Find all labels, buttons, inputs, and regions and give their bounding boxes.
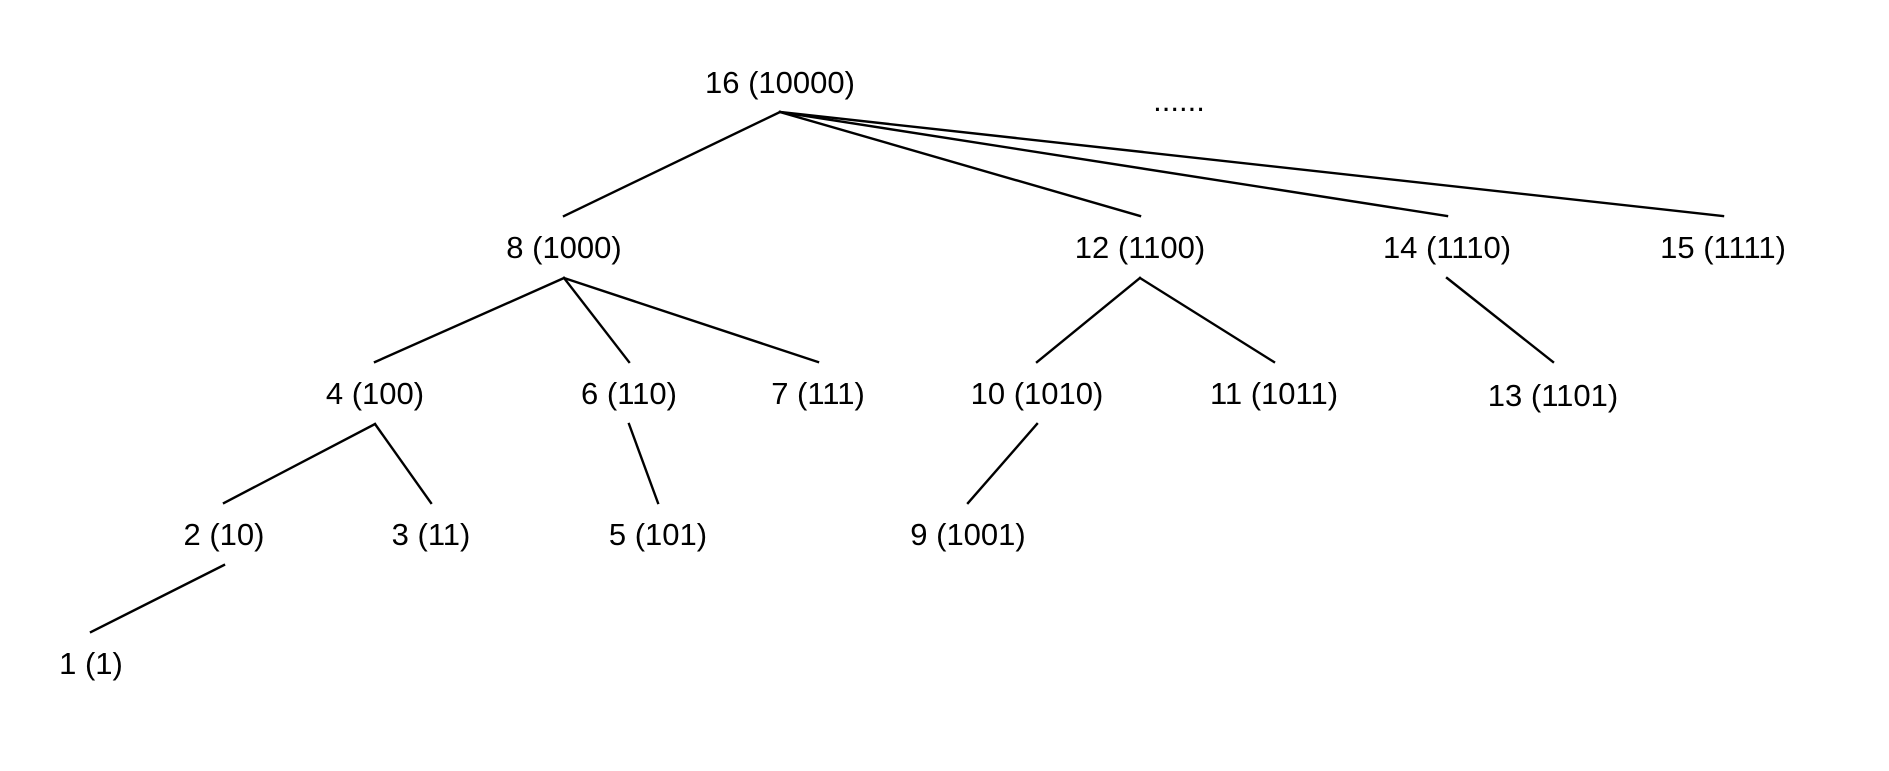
- edge-n8-n4: [373, 276, 566, 364]
- node-label-n14: 14 (1110): [1383, 230, 1511, 265]
- edge-n6-n5: [627, 422, 660, 505]
- edge-n4-n3: [373, 422, 433, 505]
- node-label-n13: 13 (1101): [1488, 378, 1618, 413]
- edge-n12-n10: [1035, 276, 1142, 364]
- node-label-n12: 12 (1100): [1075, 230, 1205, 265]
- node-label-n4: 4 (100): [326, 376, 424, 411]
- edge-n16-n14: [778, 110, 1449, 218]
- edge-n16-n15: [778, 110, 1725, 218]
- edge-n8-n7: [562, 276, 820, 364]
- node-label-n16: 16 (10000): [705, 65, 855, 100]
- edge-n14-n13: [1445, 276, 1555, 364]
- node-label-n7: 7 (111): [771, 376, 865, 411]
- edge-group: [89, 110, 1725, 634]
- edge-n10-n9: [966, 422, 1039, 505]
- node-label-n5: 5 (101): [609, 517, 707, 552]
- node-label-n6: 6 (110): [581, 376, 677, 411]
- node-label-n15: 15 (1111): [1660, 230, 1786, 265]
- edge-n16-n12: [778, 110, 1142, 218]
- node-label-n8: 8 (1000): [506, 230, 621, 265]
- node-label-n9: 9 (1001): [910, 517, 1025, 552]
- node-label-n2: 2 (10): [184, 517, 265, 552]
- node-label-n11: 11 (1011): [1210, 376, 1338, 411]
- edge-n2-n1: [89, 563, 226, 634]
- node-label-n1: 1 (1): [59, 646, 123, 681]
- edge-n16-n8: [562, 110, 782, 218]
- edge-n12-n11: [1138, 276, 1276, 364]
- node-label-group: 16 (10000) 8 (1000) 12 (1100) 14 (1110) 15 (…: [59, 65, 1786, 681]
- node-label-n3: 3 (11): [392, 517, 471, 552]
- node-label-n10: 10 (1010): [971, 376, 1104, 411]
- edge-n8-n6: [562, 276, 631, 364]
- edge-n4-n2: [222, 422, 377, 505]
- ellipsis-more-children: ......: [1153, 83, 1205, 118]
